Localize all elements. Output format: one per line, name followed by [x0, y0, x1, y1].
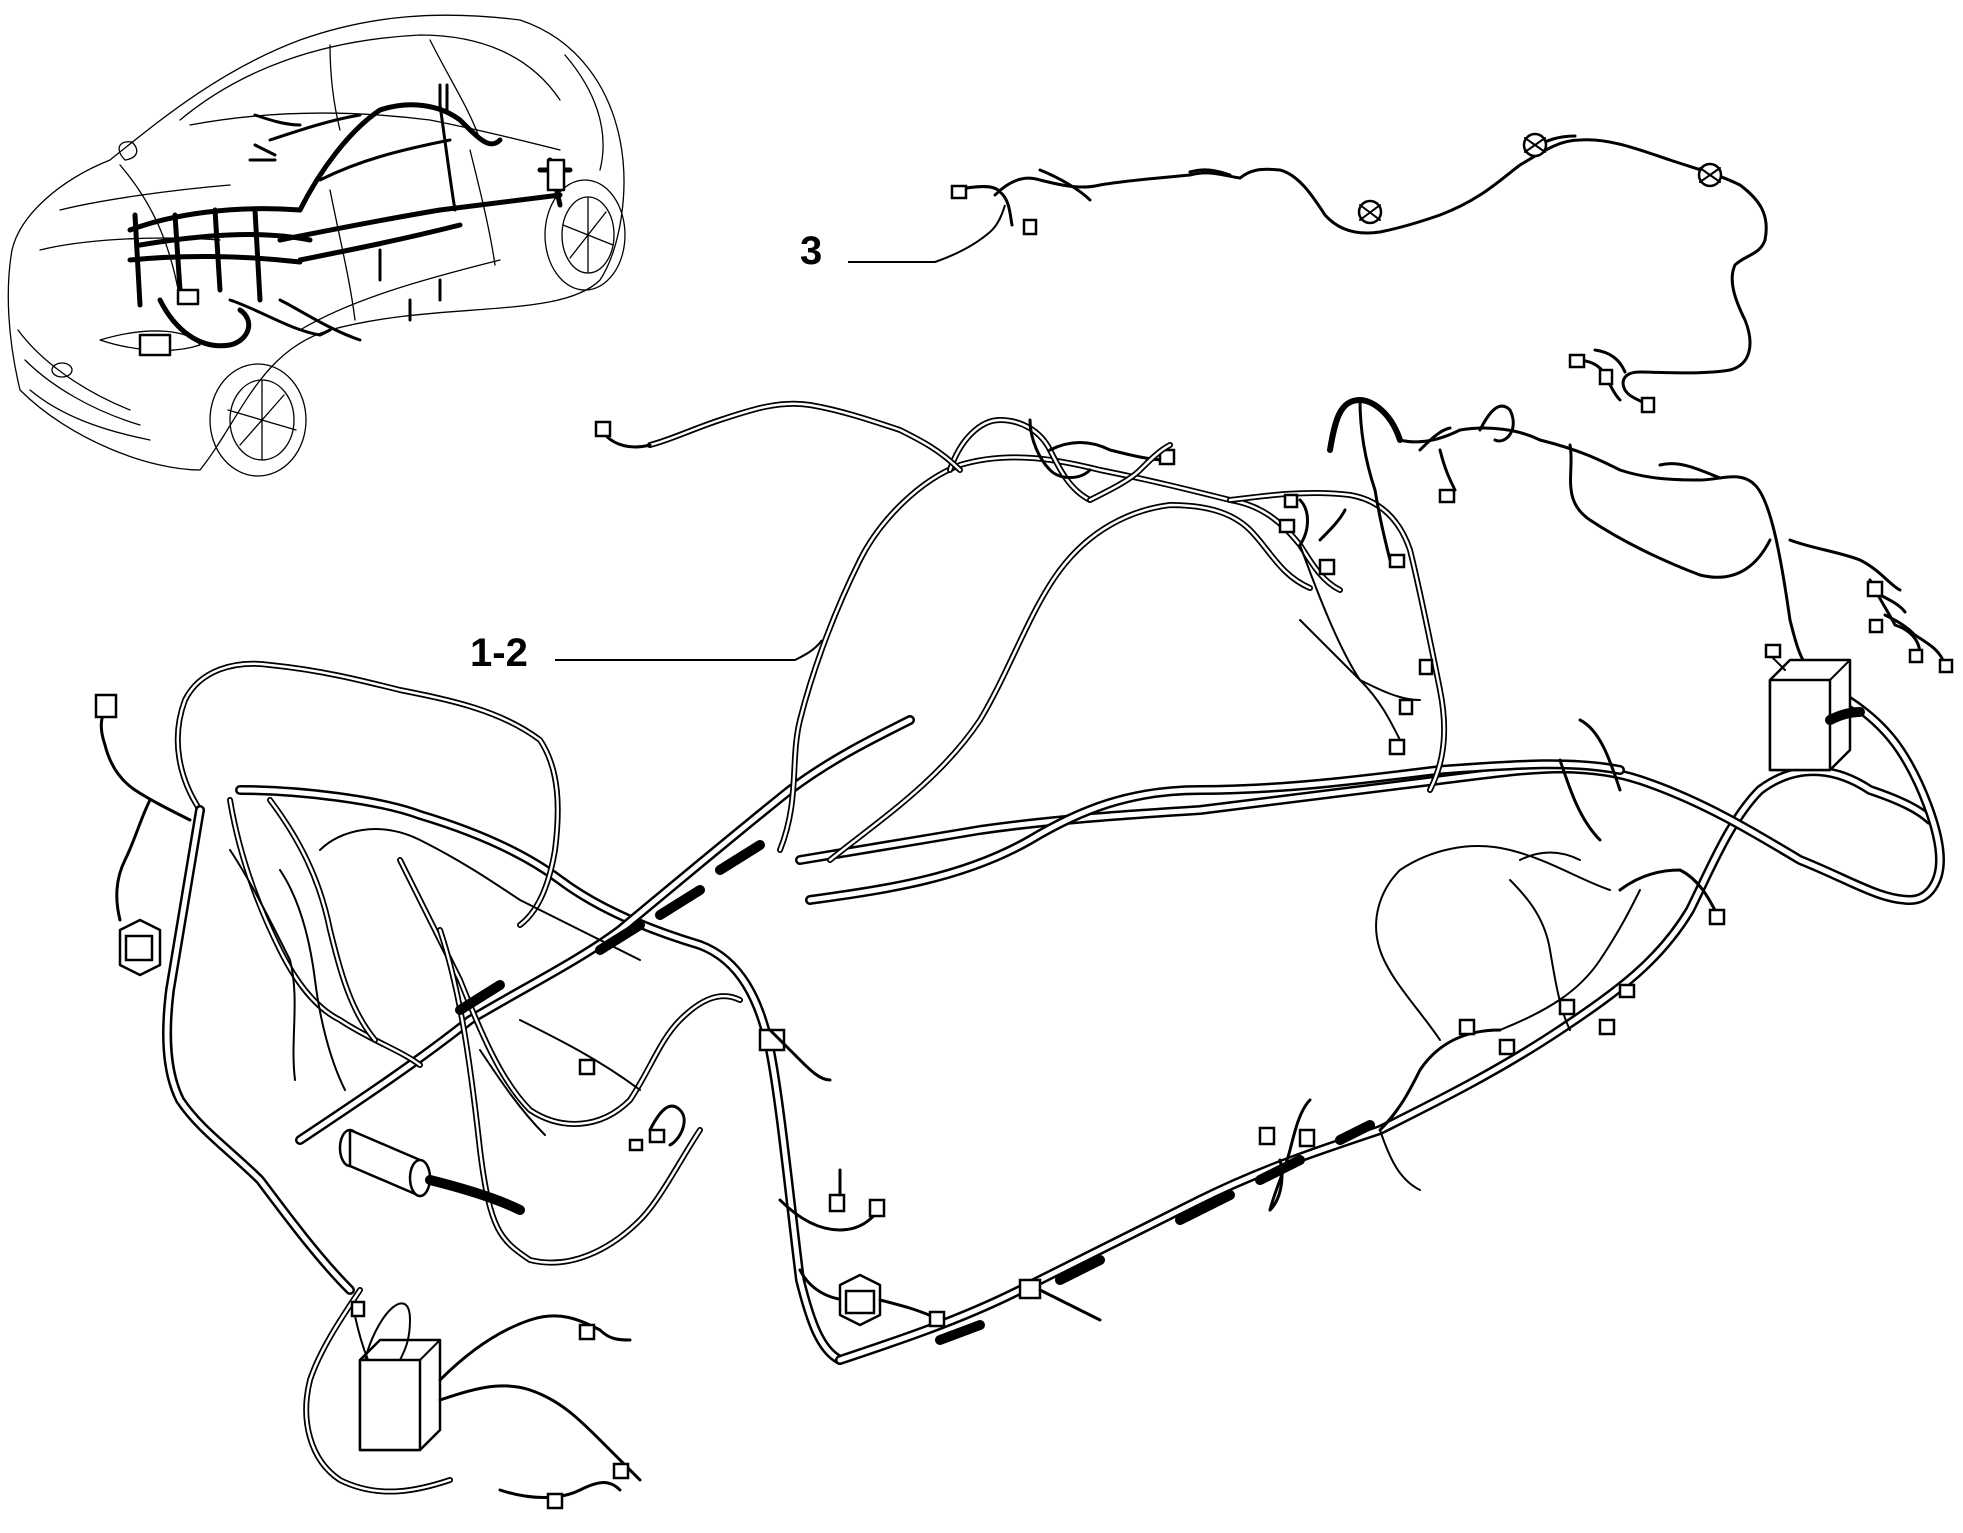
rear-control-module: [1764, 643, 1865, 772]
harness-main-assembly: [94, 397, 1954, 1510]
roof-end-connector: [1598, 368, 1614, 386]
roof-end-connector: [1022, 218, 1038, 236]
callout-label-roof: 3: [800, 229, 822, 273]
roof-end-connector: [950, 184, 968, 200]
roof-clip: [1357, 132, 1723, 225]
horn-component: [338, 1128, 525, 1215]
callout-harness-roof: 3: [800, 204, 1006, 273]
callout-label-main: 1-2: [470, 631, 528, 675]
roof-end-connector: [1640, 396, 1656, 414]
roof-end-connector: [1568, 353, 1586, 369]
vehicle-locator-illustration: [7, 14, 626, 477]
front-control-module: [350, 1300, 442, 1452]
harness-roof-assembly: [950, 132, 1768, 414]
callout-harness-main: 1-2: [470, 631, 823, 675]
harness-sleeve: [455, 840, 1375, 1345]
